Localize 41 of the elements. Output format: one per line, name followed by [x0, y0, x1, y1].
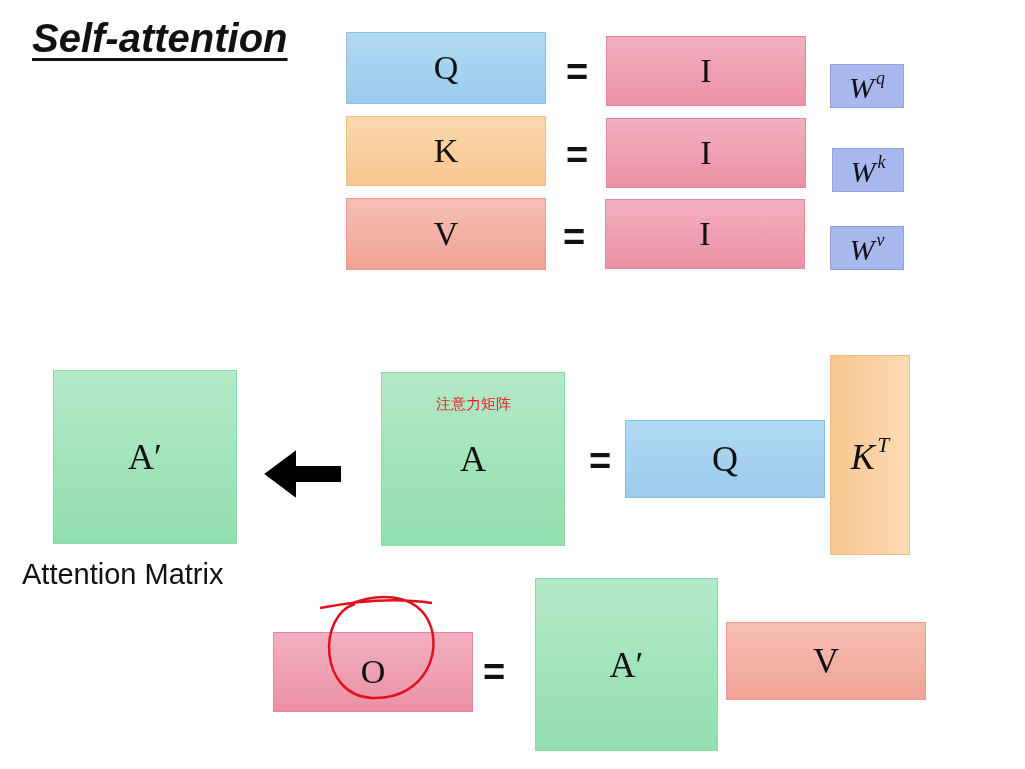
matrix-label: A [460, 441, 486, 477]
matrix-label: I [699, 217, 711, 251]
matrix-label: W$^{q}$ [848, 68, 886, 104]
equals-sign: = [566, 53, 589, 91]
matrix-label: Q [712, 441, 738, 477]
matrix-label: K [433, 134, 459, 168]
block-arrow [264, 450, 341, 498]
equals-sign: = [566, 136, 589, 174]
matrix-label: W$^{v}$ [849, 230, 885, 266]
matrix-box [830, 355, 910, 555]
matrix-label: A′ [128, 439, 162, 475]
matrix-label: O [360, 655, 386, 689]
equals-sign: = [483, 653, 506, 691]
matrix-label: I [700, 54, 712, 88]
equals-sign: = [589, 442, 612, 480]
matrix-box [830, 64, 904, 108]
matrix-label: K$^{T}$ [850, 434, 890, 476]
matrix-label: Q [433, 51, 459, 85]
matrix-box [53, 370, 237, 544]
matrix-box [832, 148, 904, 192]
matrix-box [726, 622, 926, 700]
matrix-box [346, 116, 546, 186]
matrix-label: W$^{k}$ [850, 152, 886, 188]
matrix-box [535, 578, 718, 751]
matrix-label: A′ [609, 646, 644, 683]
matrix-box [625, 420, 825, 498]
matrix-box [606, 36, 806, 106]
matrix-label: V [433, 217, 459, 251]
node-label: Attention Matrix [22, 558, 224, 591]
matrix-box [273, 632, 473, 712]
matrix-box [605, 199, 805, 269]
matrix-label: V [813, 643, 839, 679]
annotation-text: 注意力矩阵 [434, 395, 512, 414]
matrix-box [830, 226, 904, 270]
matrix-label: I [700, 136, 712, 170]
title: Self-attention [32, 16, 288, 61]
matrix-box [381, 372, 565, 546]
matrix-box [346, 32, 546, 104]
matrix-box [346, 198, 546, 270]
matrix-box [606, 118, 806, 188]
equals-sign: = [563, 218, 586, 256]
